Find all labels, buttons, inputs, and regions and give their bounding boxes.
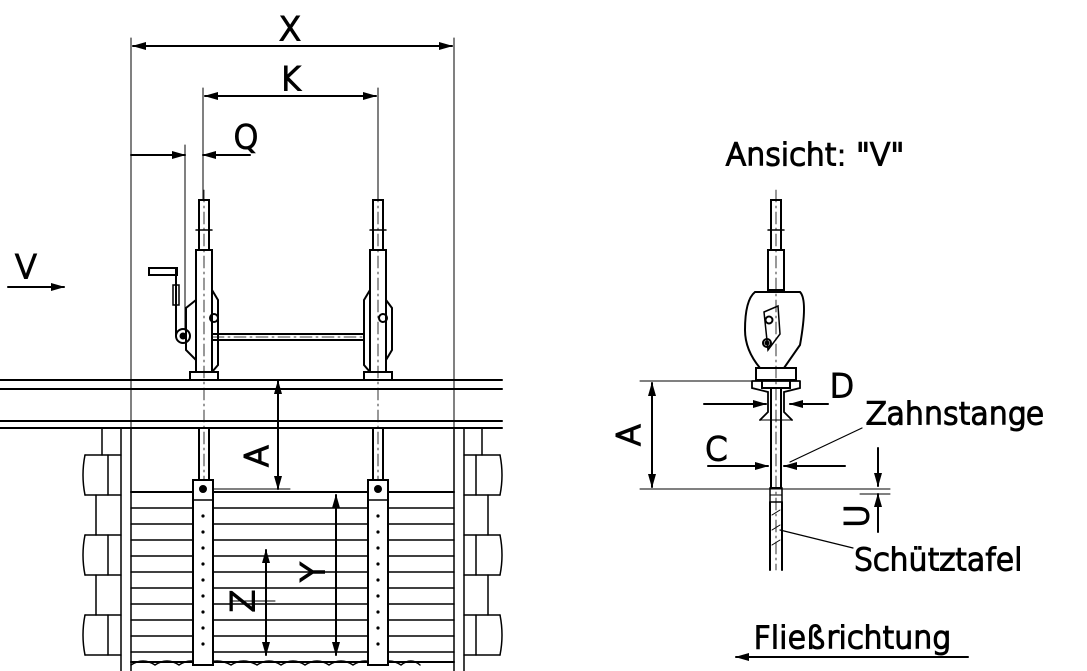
front-view: X K Q V (0, 9, 503, 671)
left-hoist (148, 189, 219, 661)
callout-rack: Zahnstange (866, 397, 1044, 432)
dimension-y: Y (279, 494, 346, 656)
dimension-k: K (202, 59, 379, 201)
dimension-x: X (130, 9, 455, 431)
dim-label-c: C (705, 430, 727, 468)
dim-label-u: U (838, 504, 876, 527)
dim-label-a-front: A (238, 445, 276, 467)
callout-plate: Schütztafel (854, 543, 1023, 578)
deck-platform (0, 379, 503, 429)
gate-post-left (192, 479, 214, 666)
side-view: Ansicht: "V" A D (609, 137, 1045, 661)
dimension-a-front: A (212, 380, 291, 490)
dim-label-a-side: A (610, 424, 648, 446)
dimension-z: Z (223, 549, 276, 656)
dim-label-q: Q (233, 118, 258, 156)
channel-walls (82, 427, 503, 671)
view-marker-label: V (15, 248, 37, 286)
view-title: Ansicht: "V" (726, 138, 905, 173)
callout-leader-plate (779, 529, 854, 549)
view-direction-marker: V (7, 247, 65, 291)
connecting-shaft (211, 333, 365, 341)
dim-label-z: Z (224, 590, 262, 612)
flow-direction: Fließrichtung (735, 620, 969, 661)
dim-label-x: X (279, 10, 301, 48)
dim-label-k: K (280, 60, 301, 98)
gate-plate (130, 491, 455, 663)
dimension-q: Q (130, 117, 260, 331)
callout-leader-rack (789, 427, 863, 463)
gate-post-right (367, 479, 389, 666)
dim-label-y: Y (294, 562, 332, 582)
flow-label: Fließrichtung (754, 621, 951, 656)
dim-label-d: D (830, 367, 855, 405)
